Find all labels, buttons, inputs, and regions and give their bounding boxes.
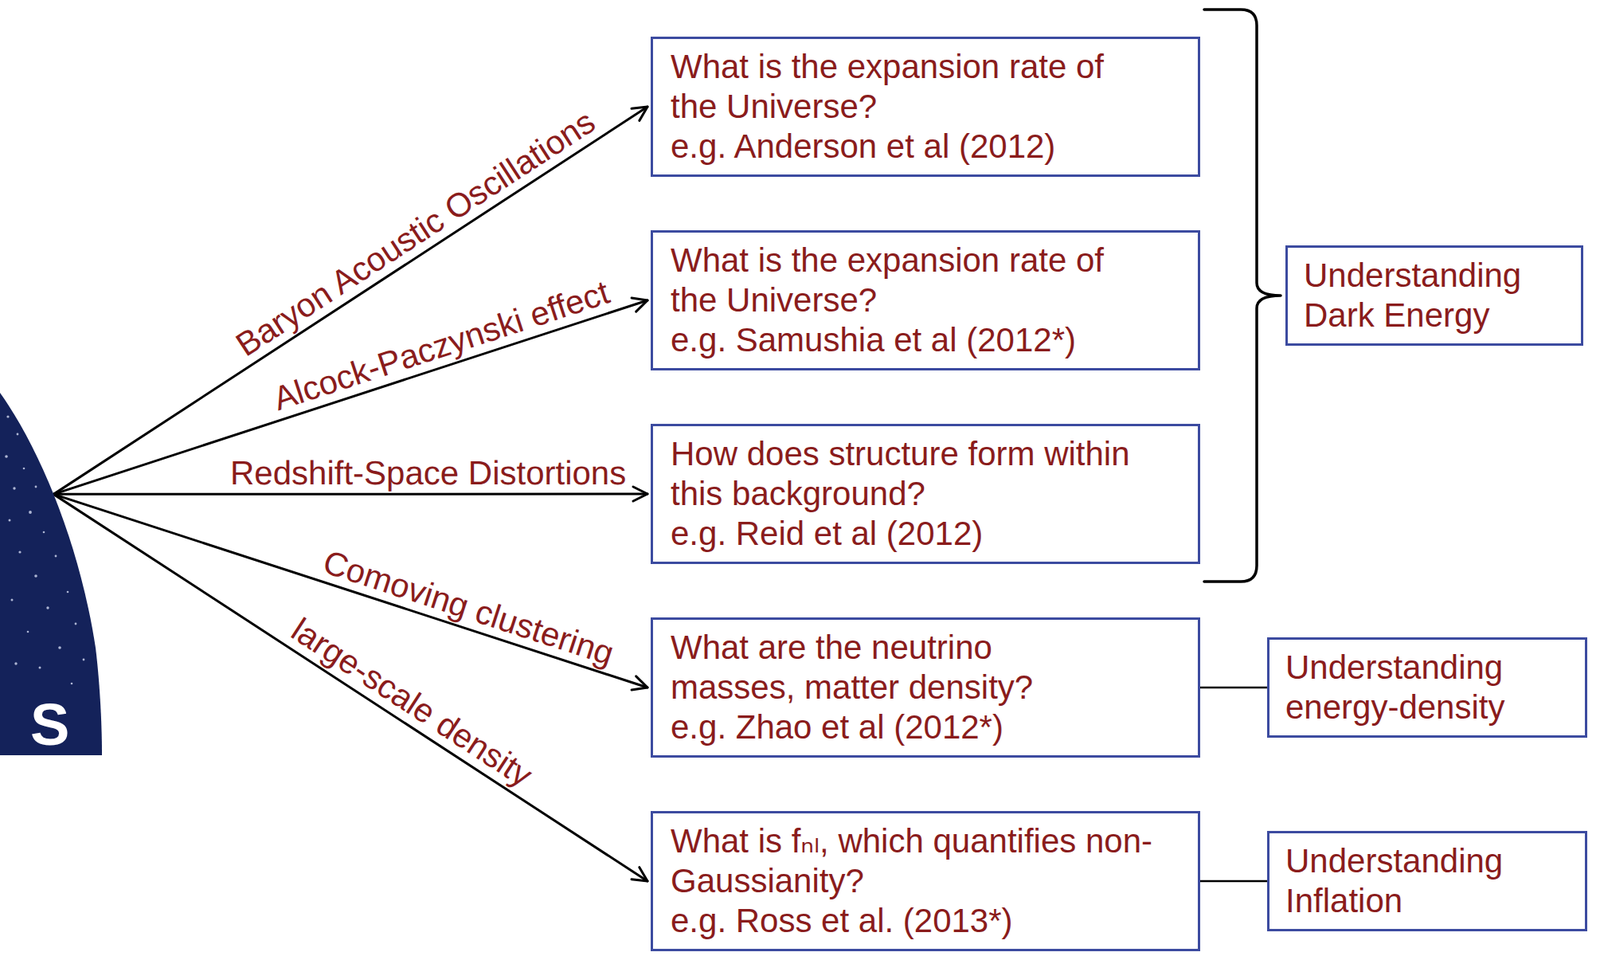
grouping-bracket bbox=[1204, 9, 1281, 582]
edge-label-holder: Redshift-Space Distortions bbox=[230, 454, 626, 492]
logo-dot bbox=[46, 606, 49, 609]
topic-box: Understanding Dark Energy bbox=[1285, 245, 1584, 346]
logo-dot bbox=[28, 510, 32, 514]
question-text: What is the expansion rate of the Univer… bbox=[670, 240, 1141, 321]
logo-dot bbox=[27, 630, 30, 634]
link-line bbox=[1200, 880, 1268, 883]
question-box: What is fₙₗ, which quantifies non-Gaussi… bbox=[650, 810, 1201, 951]
topic-text: Understanding Dark Energy bbox=[1303, 255, 1565, 336]
question-box: What is the expansion rate of the Univer… bbox=[650, 230, 1201, 371]
question-box: What are the neutrino masses, matter den… bbox=[650, 617, 1201, 758]
arrow-connector bbox=[53, 493, 648, 881]
logo-dot bbox=[18, 550, 21, 553]
logo-dot bbox=[70, 682, 74, 685]
link-line bbox=[1200, 686, 1268, 689]
logo-dot bbox=[43, 531, 46, 534]
logo-disc: S bbox=[0, 392, 106, 756]
logo-dot bbox=[6, 414, 9, 418]
edge-label: Redshift-Space Distortions bbox=[230, 453, 626, 492]
logo-dot bbox=[11, 598, 14, 602]
arrow-connector bbox=[53, 492, 648, 496]
reference-text: e.g. Reid et al (2012) bbox=[670, 513, 1157, 554]
arrow-connector bbox=[53, 106, 648, 494]
topic-text: Understanding Inflation bbox=[1285, 841, 1569, 921]
edge-label: large-scale density bbox=[285, 610, 540, 795]
reference-text: e.g. Zhao et al (2012*) bbox=[670, 707, 1085, 748]
logo-dot bbox=[74, 622, 78, 626]
logo-dot bbox=[16, 433, 20, 436]
logo-dot bbox=[66, 590, 70, 594]
edge-label-holder: large-scale density bbox=[285, 611, 540, 795]
reference-text: e.g. Ross et al. (2013*) bbox=[670, 900, 1189, 941]
topic-box: Understanding energy-density bbox=[1267, 637, 1588, 738]
question-text: What is fₙₗ, which quantifies non-Gaussi… bbox=[670, 821, 1189, 901]
question-box: What is the expansion rate of the Univer… bbox=[650, 36, 1201, 177]
logo-letter: S bbox=[30, 695, 106, 755]
logo-dot bbox=[34, 574, 38, 578]
question-text: What is the expansion rate of the Univer… bbox=[670, 46, 1141, 127]
arrow-connector bbox=[53, 300, 648, 494]
logo-dot bbox=[8, 519, 12, 522]
logo-dot bbox=[54, 555, 58, 558]
logo-dot bbox=[39, 666, 42, 669]
logo-dot bbox=[4, 454, 8, 458]
logo-dot bbox=[58, 645, 62, 650]
question-text: How does structure form within this back… bbox=[670, 434, 1157, 514]
reference-text: e.g. Anderson et al (2012) bbox=[670, 126, 1141, 167]
logo-dot bbox=[35, 485, 38, 489]
logo-dot bbox=[12, 486, 16, 489]
logo-dot bbox=[23, 467, 26, 470]
question-text: What are the neutrino masses, matter den… bbox=[670, 627, 1085, 708]
reference-text: e.g. Samushia et al (2012*) bbox=[670, 320, 1141, 360]
logo-dot bbox=[82, 658, 86, 662]
topic-box: Understanding Inflation bbox=[1267, 830, 1588, 932]
topic-text: Understanding energy-density bbox=[1285, 647, 1569, 728]
question-box: How does structure form within this back… bbox=[650, 423, 1201, 564]
logo-dot bbox=[14, 661, 17, 665]
